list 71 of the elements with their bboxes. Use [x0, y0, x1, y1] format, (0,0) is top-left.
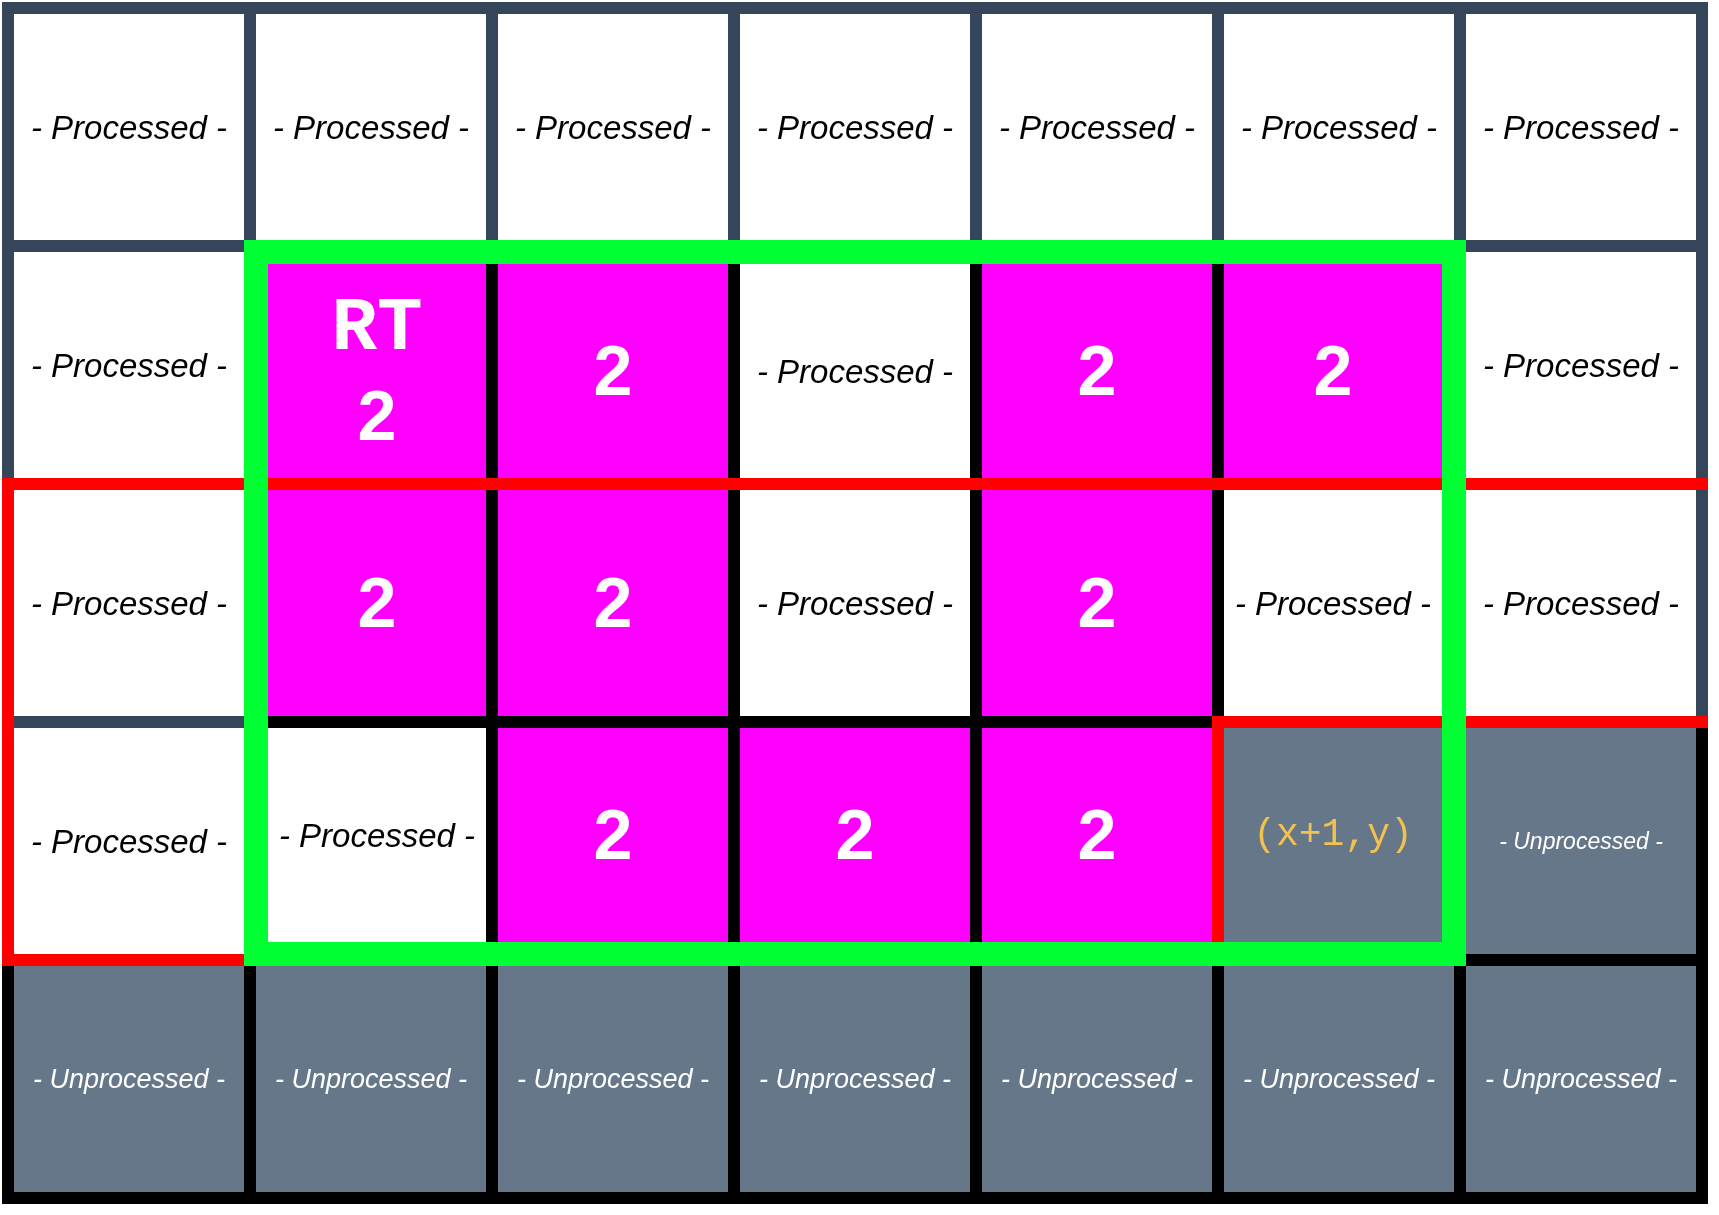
processed-cell: [14, 252, 244, 478]
processed-cell: [740, 264, 970, 478]
processed-cell: [268, 728, 486, 942]
unprocessed-cell: [740, 966, 970, 1192]
processed-cell: [14, 490, 244, 716]
status-label: - Processed -: [1482, 110, 1680, 144]
unprocessed-cell: [1466, 966, 1696, 1192]
status-label: - Processed -: [1234, 586, 1432, 620]
filled-cell: [982, 264, 1212, 478]
coordinate-label: (x+1,y): [1253, 816, 1413, 854]
filled-cell: [268, 264, 486, 478]
value-label: 2: [1077, 568, 1117, 638]
unprocessed-cell: [1224, 966, 1454, 1192]
unprocessed-cell: [14, 966, 244, 1192]
value-label: 2: [835, 800, 875, 870]
status-label: - Processed -: [1482, 586, 1680, 620]
status-label: - Processed -: [514, 110, 712, 144]
status-label: - Unprocessed -: [1000, 1065, 1194, 1093]
processed-cell: [498, 14, 728, 240]
value-label: 2: [1313, 336, 1353, 406]
value-label: 2: [1077, 336, 1117, 406]
status-label: - Unprocessed -: [1484, 1065, 1678, 1093]
status-label: - Unprocessed -: [274, 1065, 468, 1093]
value-label: 2: [357, 568, 397, 638]
processed-cell: [14, 14, 244, 240]
status-label: - Processed -: [1482, 348, 1680, 382]
filled-cell: [982, 490, 1212, 716]
filled-cell: [498, 490, 728, 716]
processed-cell: [1224, 14, 1454, 240]
status-label: - Processed -: [272, 110, 470, 144]
value-label: 2: [357, 381, 397, 451]
status-label: - Unprocessed -: [758, 1065, 952, 1093]
processed-cell: [740, 490, 970, 716]
status-label: - Processed -: [1240, 110, 1438, 144]
status-label: - Processed -: [756, 354, 954, 388]
unprocessed-cell: [982, 966, 1212, 1192]
filled-cell: [982, 728, 1212, 942]
status-label: - Unprocessed -: [1499, 829, 1663, 853]
processed-cell: [1466, 490, 1696, 716]
value-label: 2: [593, 800, 633, 870]
processed-cell: [740, 14, 970, 240]
status-label: - Unprocessed -: [516, 1065, 710, 1093]
value-label: 2: [1077, 800, 1117, 870]
filled-cell: [268, 490, 486, 716]
processed-cell: [1466, 252, 1696, 478]
unprocessed-cell: [256, 966, 486, 1192]
processed-cell: [256, 14, 486, 240]
processed-cell: [14, 728, 244, 954]
marker-label: RT: [331, 291, 423, 367]
filled-cell: [498, 728, 728, 942]
status-label: - Processed -: [30, 348, 228, 382]
value-label: 2: [593, 568, 633, 638]
unprocessed-cell: [1466, 728, 1696, 954]
status-label: - Processed -: [756, 110, 954, 144]
status-label: - Processed -: [998, 110, 1196, 144]
status-label: - Unprocessed -: [32, 1065, 226, 1093]
filled-cell: [740, 728, 970, 942]
status-label: - Processed -: [278, 818, 476, 852]
status-label: - Processed -: [30, 110, 228, 144]
unprocessed-cell: [498, 966, 728, 1192]
filled-cell: [1224, 264, 1442, 478]
processed-cell: [1224, 490, 1442, 716]
target-cell: [1224, 728, 1442, 942]
filled-cell: [498, 264, 728, 478]
processed-cell: [982, 14, 1212, 240]
status-label: - Processed -: [756, 586, 954, 620]
status-label: - Processed -: [30, 586, 228, 620]
status-label: - Processed -: [30, 824, 228, 858]
processed-cell: [1466, 14, 1696, 240]
value-label: 2: [593, 336, 633, 406]
status-label: - Unprocessed -: [1242, 1065, 1436, 1093]
